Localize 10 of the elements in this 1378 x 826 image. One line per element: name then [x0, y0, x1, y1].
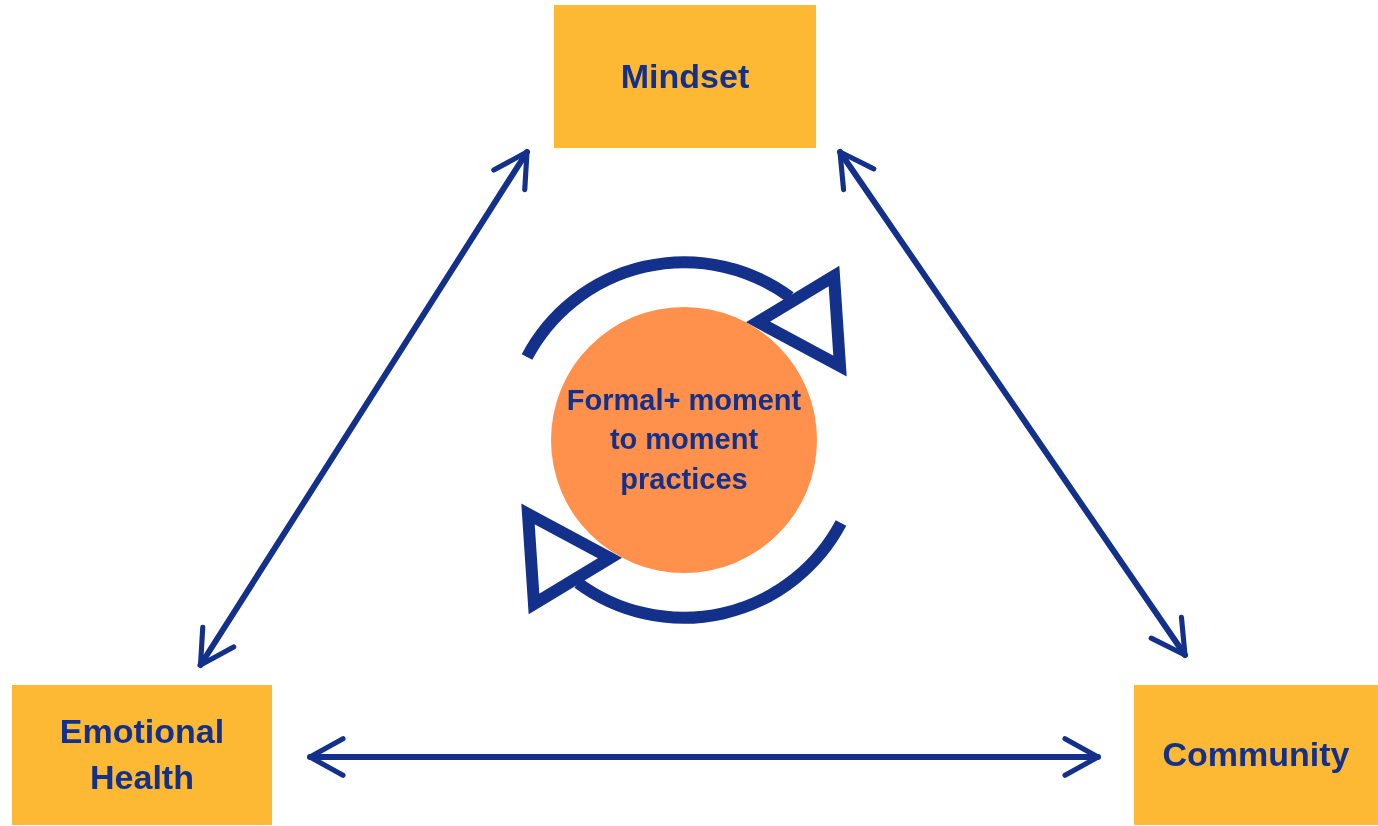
double-headed-arrow: [307, 736, 1101, 778]
node-label: Formal+ moment to moment practices: [565, 383, 803, 497]
topic-box: [12, 685, 272, 825]
double-headed-arrow: [197, 149, 530, 668]
topic-box: [554, 5, 816, 148]
double-headed-arrow: [837, 149, 1188, 658]
topic-box: [1134, 685, 1378, 825]
node-label: Mindset: [620, 55, 750, 97]
node-label: Community: [1162, 734, 1350, 776]
node-label: Emotional Health: [58, 711, 226, 798]
